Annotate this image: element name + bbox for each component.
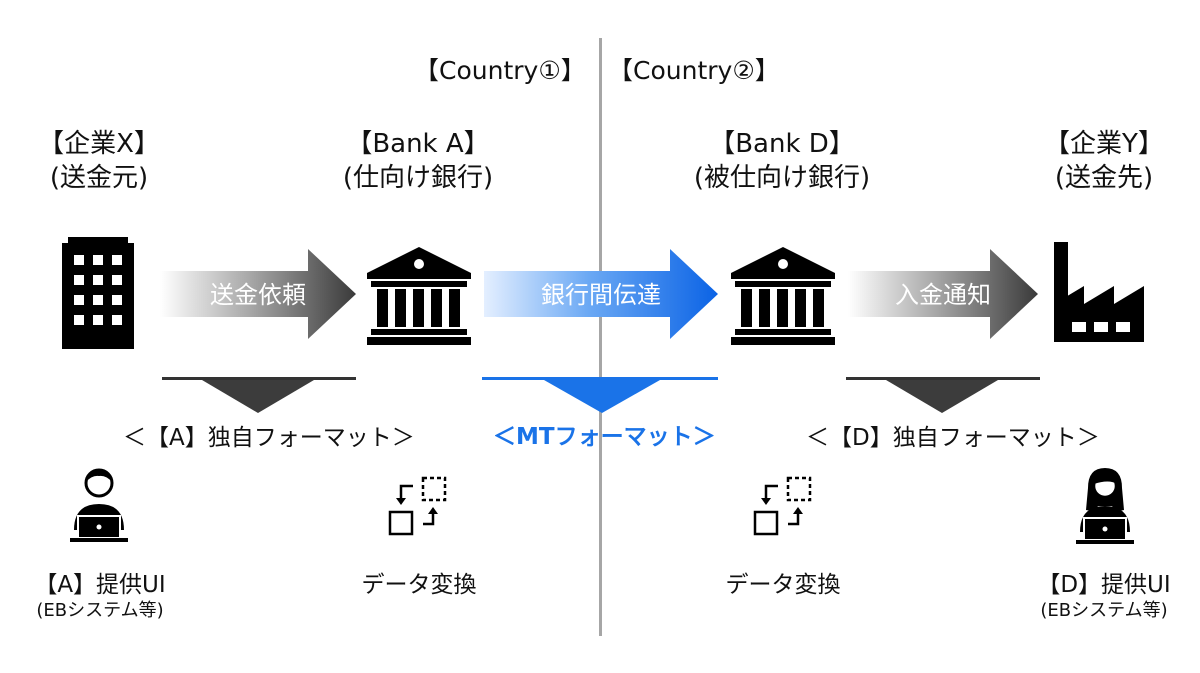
d-ui-caption: 【D】提供UI (EBシステム等) xyxy=(1004,570,1200,622)
office-building-icon xyxy=(62,237,134,349)
d-ui-sub: (EBシステム等) xyxy=(1040,600,1168,621)
bank-d-role: (被仕向け銀行) xyxy=(693,163,871,193)
data-conversion-left-label: データ変換 xyxy=(361,572,477,598)
company-y-label: 【企業Y】 (送金先) xyxy=(984,127,1200,195)
interbank-transfer-label: 銀行間伝達 xyxy=(541,281,661,309)
a-format-label: ＜【A】独自フォーマット＞ xyxy=(123,425,415,451)
company-x-role: (送金元) xyxy=(49,163,149,193)
factory-icon xyxy=(1054,242,1144,342)
a-ui-sub: (EBシステム等) xyxy=(36,600,164,621)
d-format-indicator xyxy=(846,377,1040,413)
remittance-request-arrow xyxy=(160,249,356,339)
company-y-name: 【企業Y】 xyxy=(1044,129,1164,159)
company-x-name: 【企業X】 xyxy=(38,129,160,159)
mt-format-indicator xyxy=(482,377,718,413)
data-conversion-icon-right xyxy=(753,476,812,536)
bank-a-icon xyxy=(367,247,471,345)
company-x-label: 【企業X】 (送金元) xyxy=(0,127,219,195)
data-conversion-right-label: データ変換 xyxy=(725,572,841,598)
country-divider xyxy=(599,38,602,636)
interbank-transfer-arrow xyxy=(484,249,718,339)
user-laptop-icon xyxy=(70,468,128,542)
payment-notice-arrow xyxy=(848,249,1038,339)
payment-notice-label: 入金通知 xyxy=(895,281,991,309)
bank-d-icon xyxy=(731,247,835,345)
a-ui-title: 【A】提供UI xyxy=(34,572,166,598)
remittance-request-label: 送金依頼 xyxy=(210,281,306,309)
a-format-indicator xyxy=(162,377,356,413)
bank-d-name: 【Bank D】 xyxy=(709,129,855,159)
bank-d-label: 【Bank D】 (被仕向け銀行) xyxy=(662,127,902,195)
d-ui-title: 【D】提供UI xyxy=(1037,572,1171,598)
a-ui-caption: 【A】提供UI (EBシステム等) xyxy=(0,570,200,622)
bank-a-label: 【Bank A】 (仕向け銀行) xyxy=(298,127,538,195)
country-1-label: 【Country①】 xyxy=(414,56,586,85)
mt-format-label: ＜MTフォーマット＞ xyxy=(493,424,716,450)
bank-a-role: (仕向け銀行) xyxy=(342,163,494,193)
user-laptop-female-icon xyxy=(1076,468,1134,544)
data-conversion-icon-left xyxy=(388,476,447,536)
d-format-label: ＜【D】独自フォーマット＞ xyxy=(806,425,1100,451)
bank-a-name: 【Bank A】 xyxy=(346,129,490,159)
country-2-label: 【Country②】 xyxy=(608,56,780,85)
company-y-role: (送金先) xyxy=(1054,163,1154,193)
